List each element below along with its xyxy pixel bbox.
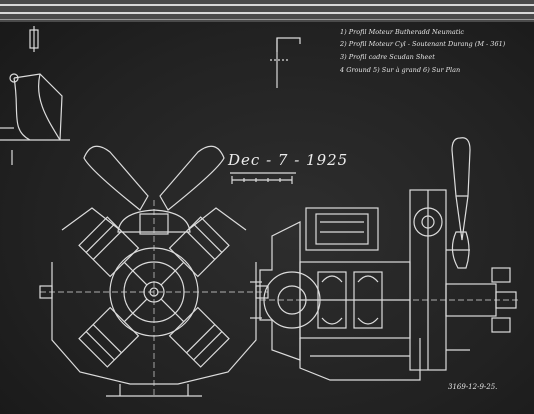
profile-detail-sketch: [270, 37, 301, 88]
drawing-number: 3169-12-9-25.: [448, 383, 498, 391]
note-2: 2) Profil Moteur Cyl - Soutenant Durang …: [340, 40, 506, 48]
date-stamp: Dec - 7 - 1925: [228, 151, 349, 169]
linkage-detail-sketch: [0, 73, 70, 165]
scale-bar: [230, 172, 296, 184]
bracket-detail-sketch: [29, 26, 39, 52]
note-3: 3) Profil cadre Scudan Sheet: [340, 53, 435, 61]
engine-side-section: [250, 137, 520, 381]
top-border-band: [0, 0, 534, 22]
note-1: 1) Profil Moteur Butheradd Neumatic: [340, 28, 465, 36]
x-engine-front-view: [39, 145, 269, 398]
note-4: 4 Ground 5) Sur à grand 6) Sur Plan: [340, 66, 461, 74]
